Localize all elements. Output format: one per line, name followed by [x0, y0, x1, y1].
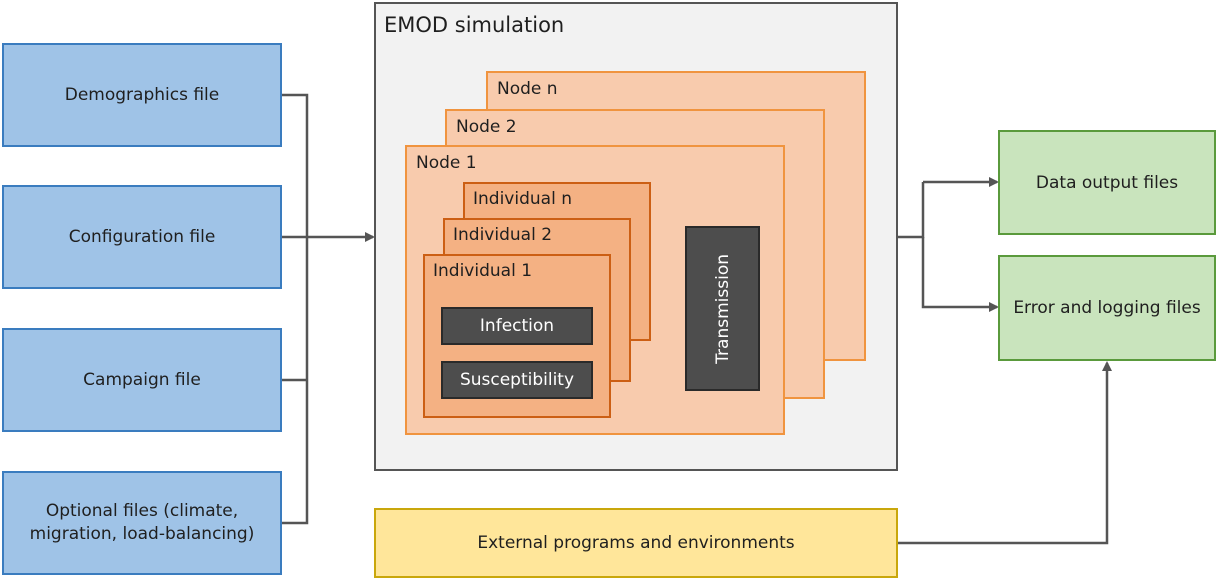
infection-box: Infection [441, 307, 593, 345]
connector-simulation-out [897, 182, 925, 239]
configuration-file-label: Configuration file [68, 226, 216, 247]
demographics-file-label: Demographics file [64, 84, 220, 105]
optional-files-label-line2: migration, load-balancing) [29, 524, 255, 544]
configuration-file-box: Configuration file [2, 185, 282, 289]
transmission-box: Transmission [685, 226, 760, 391]
individual-n-label: Individual n [473, 189, 572, 209]
demographics-file-box: Demographics file [2, 43, 282, 147]
campaign-file-box: Campaign file [2, 328, 282, 432]
campaign-file-label: Campaign file [83, 369, 201, 390]
optional-files-label-line1: Optional files (climate, [45, 501, 239, 522]
error-logging-files-label: Error and logging files [1013, 298, 1201, 318]
data-output-files-label: Data output files [1035, 172, 1179, 193]
input-bus-line [282, 93, 309, 525]
external-programs-box: External programs and environments [374, 508, 898, 578]
external-programs-label: External programs and environments [477, 533, 795, 553]
node-2-label: Node 2 [456, 117, 517, 137]
data-output-files-box: Data output files [998, 130, 1216, 235]
optional-files-box: Optional files (climate, migration, load… [2, 471, 282, 575]
susceptibility-label: Susceptibility [459, 370, 575, 390]
individual-2-label: Individual 2 [453, 225, 553, 245]
transmission-label: Transmission [712, 253, 733, 364]
node-n-label: Node n [497, 79, 558, 99]
infection-label: Infection [479, 316, 555, 336]
emod-simulation-title: EMOD simulation [384, 13, 565, 37]
individual-1-label: Individual 1 [433, 261, 533, 281]
node-1-label: Node 1 [416, 153, 477, 173]
arrow-external-to-error-logging [897, 361, 1112, 545]
error-logging-files-box: Error and logging files [998, 255, 1216, 361]
susceptibility-box: Susceptibility [441, 361, 593, 399]
arrow-to-error-logging [921, 237, 999, 312]
